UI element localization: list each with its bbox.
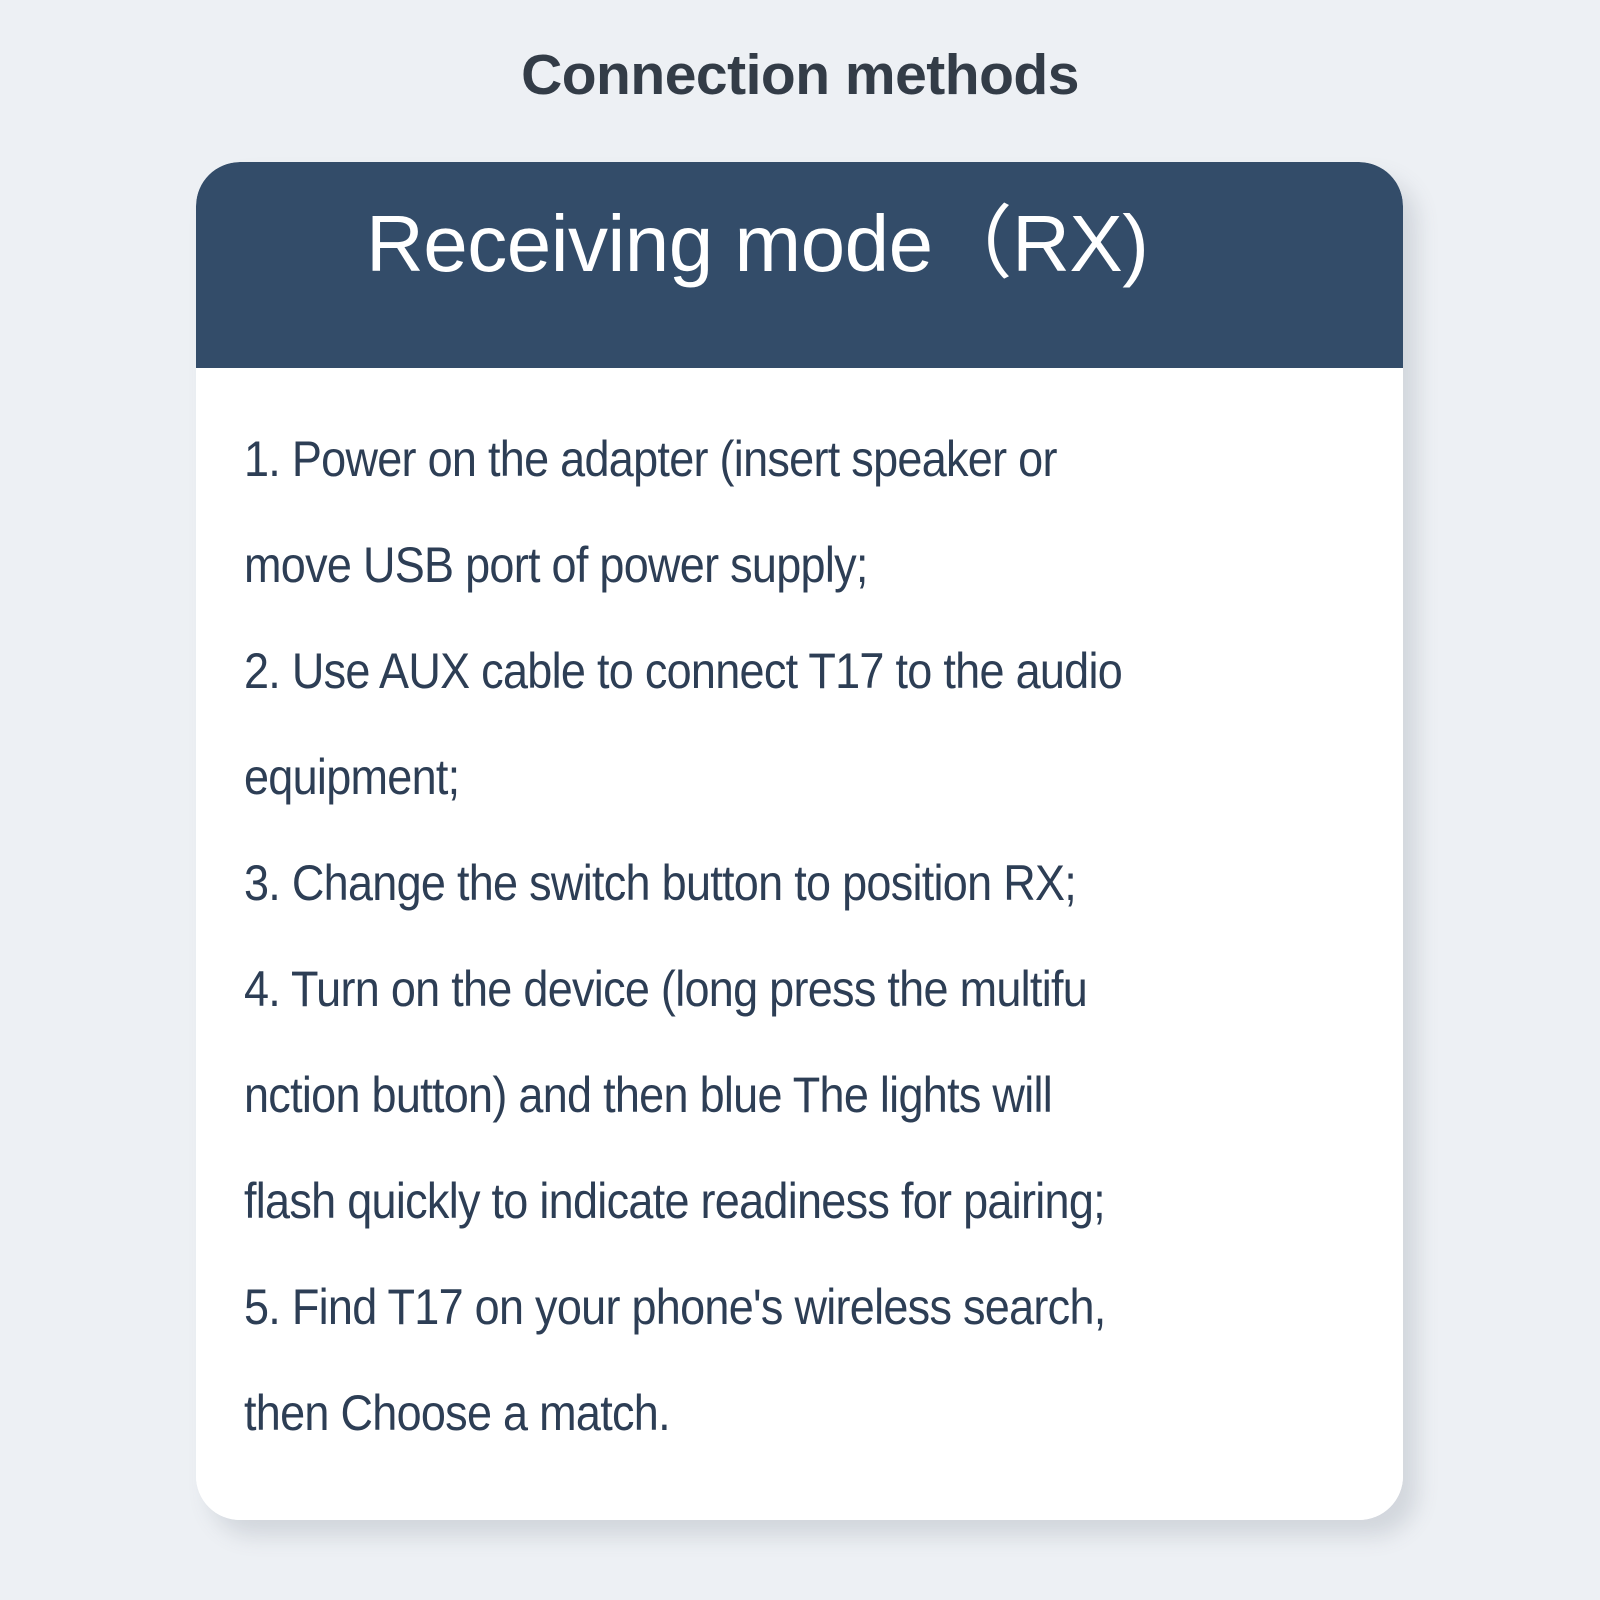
instruction-line: then Choose a match. xyxy=(244,1385,671,1441)
instruction-line: flash quickly to indicate readiness for … xyxy=(244,1173,1106,1229)
instruction-line: 1. Power on the adapter (insert speaker … xyxy=(244,431,1057,487)
card-header-bar: Receiving mode（RX) xyxy=(196,162,1403,368)
instruction-line: move USB port of power supply; xyxy=(244,537,868,593)
instruction-line: 4. Turn on the device (long press the mu… xyxy=(244,961,1088,1017)
instruction-list: 1. Power on the adapter (insert speaker … xyxy=(244,406,1379,1466)
instruction-line: 3. Change the switch button to position … xyxy=(244,855,1077,911)
connection-method-card: Receiving mode（RX) 1. Power on the adapt… xyxy=(196,162,1403,1520)
card-body: 1. Power on the adapter (insert speaker … xyxy=(196,368,1403,1520)
instruction-line: nction button) and then blue The lights … xyxy=(244,1067,1053,1123)
instruction-line: 5. Find T17 on your phone's wireless sea… xyxy=(244,1279,1106,1335)
instruction-line: equipment; xyxy=(244,749,460,805)
card-header-title: Receiving mode（RX) xyxy=(366,199,1149,288)
instruction-line: 2. Use AUX cable to connect T17 to the a… xyxy=(244,643,1123,699)
page-title: Connection methods xyxy=(521,43,1079,107)
